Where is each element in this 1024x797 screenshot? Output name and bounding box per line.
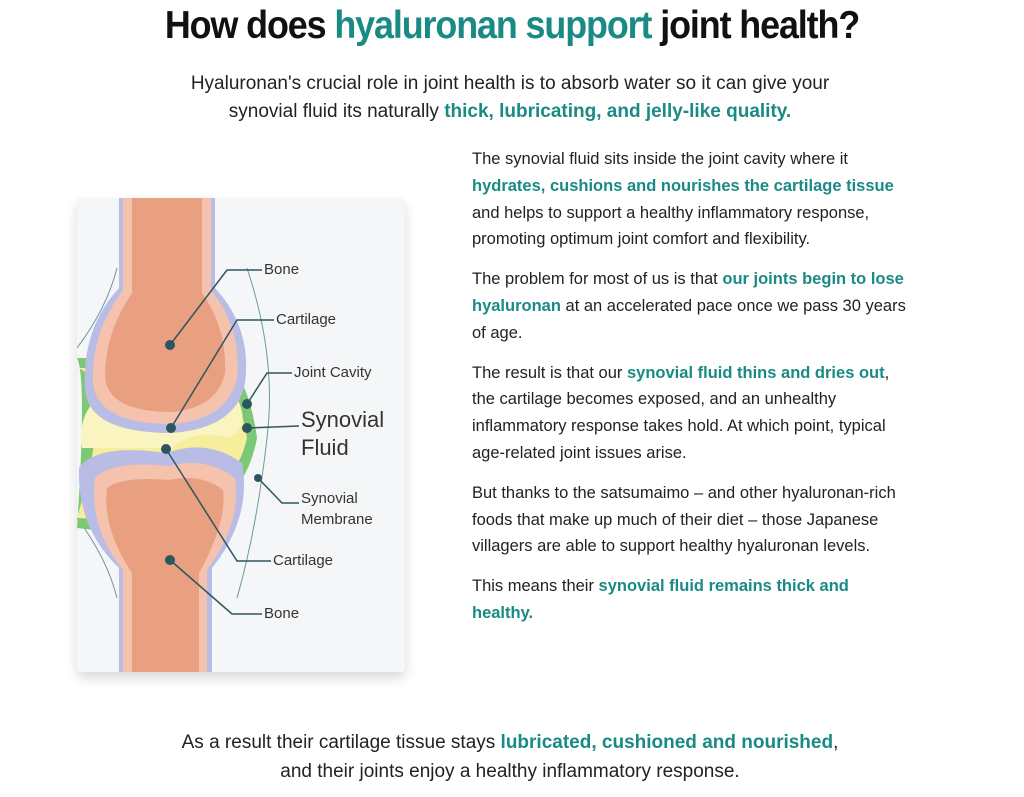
- paragraph: But thanks to the satsumaimo – and other…: [472, 483, 896, 556]
- label-bone-top: Bone: [264, 261, 300, 278]
- paragraph: The synovial fluid sits inside the joint…: [472, 150, 894, 249]
- conclusion-text: As a result their cartilage tissue stays…: [181, 732, 839, 782]
- label-cartilage-top: Cartilage: [276, 311, 337, 328]
- body-text: The synovial fluid sits inside the joint…: [472, 146, 912, 640]
- paragraph: The result is that our synovial fluid th…: [472, 363, 890, 462]
- label-bone-bottom: Bone: [264, 605, 300, 622]
- label-cartilage-bottom: Cartilage: [273, 552, 334, 569]
- paragraph: This means their synovial fluid remains …: [472, 577, 849, 622]
- paragraph: The problem for most of us is that our j…: [472, 270, 906, 342]
- intro-text: Hyaluronan's crucial role in joint healt…: [190, 73, 830, 122]
- page-title: How does hyaluronan support joint health…: [164, 4, 860, 47]
- label-joint-cavity: Joint Cavity: [294, 364, 372, 381]
